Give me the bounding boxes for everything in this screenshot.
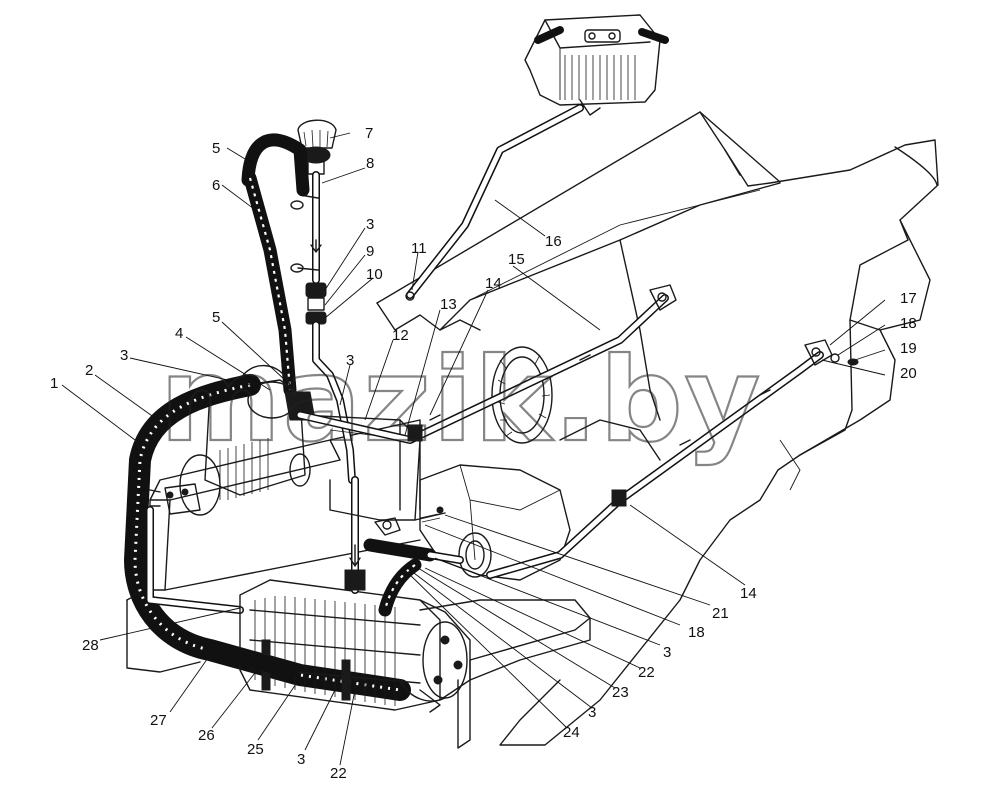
hose-22-23 (363, 517, 492, 617)
callout-3-d: 3 (663, 644, 671, 661)
callout-2: 2 (85, 362, 93, 379)
heater-feed-pipe (344, 476, 366, 594)
pipe-20 (486, 339, 859, 579)
filler-neck-assembly (290, 119, 356, 484)
callout-18-b: 18 (688, 624, 705, 641)
callout-28: 28 (82, 637, 99, 654)
expansion-tank (524, 14, 669, 116)
callout-5: 5 (212, 309, 220, 326)
callout-1: 1 (50, 375, 58, 392)
gearbox-housing (419, 464, 571, 581)
callout-3: 3 (120, 347, 128, 364)
engine-block-outline (376, 111, 939, 746)
callout-22: 22 (638, 664, 655, 681)
callout-3-b: 3 (366, 216, 374, 233)
callout-11: 11 (411, 240, 427, 257)
pipe-28 (146, 506, 244, 614)
heater-unit (207, 579, 471, 713)
callout-14: 14 (485, 275, 502, 292)
callout-15: 15 (508, 251, 525, 268)
callout-3-e: 3 (588, 704, 596, 721)
callout-24: 24 (563, 724, 580, 741)
corrugated-hose-1 (124, 374, 411, 701)
callout-3-f: 3 (297, 751, 305, 768)
callout-22-b: 22 (330, 765, 347, 782)
bolt-21 (414, 506, 446, 523)
callout-16: 16 (545, 233, 562, 250)
callout-8: 8 (366, 155, 374, 172)
callout-10: 10 (366, 266, 383, 283)
callout-6: 6 (212, 177, 220, 194)
callout-12: 12 (392, 327, 409, 344)
callout-9: 9 (366, 243, 374, 260)
leader-lines (61, 132, 886, 766)
watermark-text: mazik.by (160, 333, 762, 468)
callout-7: 7 (365, 125, 373, 142)
callout-3-c: 3 (346, 352, 354, 369)
callout-20: 20 (900, 365, 917, 382)
callout-19: 19 (900, 340, 917, 357)
callout-26: 26 (198, 727, 215, 744)
callout-4: 4 (175, 325, 183, 342)
pipe-15 (296, 284, 677, 444)
callout-21: 21 (712, 605, 729, 622)
callout-25: 25 (247, 741, 264, 758)
callout-labels: 1 2 3 4 5 5 6 7 8 3 9 10 11 12 3 13 14 1… (50, 125, 917, 782)
callout-27: 27 (150, 712, 167, 729)
callout-5-top: 5 (212, 140, 220, 157)
drain-pipe-16 (405, 104, 584, 301)
callout-13: 13 (440, 296, 457, 313)
callout-14-b: 14 (740, 585, 757, 602)
callout-17: 17 (900, 290, 917, 307)
callout-23: 23 (612, 684, 629, 701)
callout-18: 18 (900, 315, 917, 332)
